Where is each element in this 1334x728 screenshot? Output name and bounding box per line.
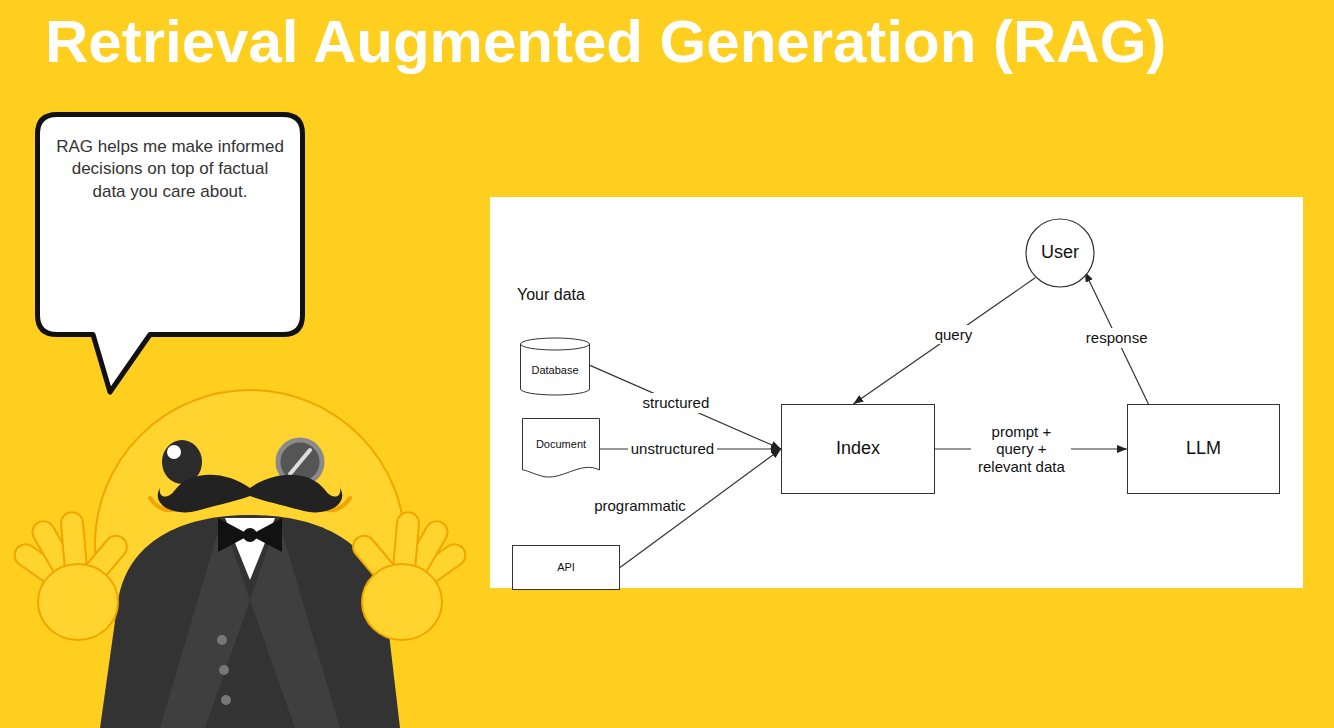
source-box: API [512,545,620,590]
cylinder-rim [521,344,590,350]
suit-button [221,695,231,705]
connector [590,365,781,449]
edge-label: response [1083,328,1151,347]
diagram-panel [490,197,1303,588]
node-label: User [1041,242,1079,264]
text-stack: RAG helps me make informed decisions on … [54,136,286,203]
suit-lapel [250,518,340,728]
node-label: Document [536,438,586,451]
mascot-moustache [158,475,343,513]
box-outline [1128,405,1280,494]
eye-highlight [167,445,181,459]
edge-label: query [932,325,976,344]
page-title: Retrieval Augmented Generation (RAG) [45,6,1166,78]
process-box: Index [781,404,935,494]
connector [853,278,1035,404]
process-box: LLM [1127,404,1280,494]
node-label: Index [836,438,880,460]
node-label: RAG helps me make informed decisions on … [54,136,286,203]
box-outline [782,405,935,494]
suit-lapel [160,518,250,728]
text-stack: Document [536,438,586,451]
document-outline [523,419,600,478]
node-label: API [557,561,575,574]
speech-bubble: RAG helps me make informed decisions on … [35,112,305,337]
text-stack: LLM [1186,438,1221,460]
text-stack: API [557,561,575,574]
database-cylinder: Database [520,338,590,395]
mascot-hand [10,511,131,640]
text-stack: Database [531,364,578,377]
edge-label: prompt + query + relevant data [971,422,1071,476]
mascot-suit [100,515,400,728]
monocle-glint [290,450,310,474]
palm [38,564,118,640]
edge-label: programmatic [591,496,689,515]
mascot [10,390,469,728]
suit-button [217,635,227,645]
cylinder-outline [521,338,590,395]
suit-button [219,665,229,675]
bowtie-knot [243,528,257,542]
text-stack: Index [836,438,880,460]
text-stack: User [1041,242,1079,264]
bubble-outline [38,115,303,393]
actor-circle: User [1025,218,1095,288]
node-label: LLM [1186,438,1221,460]
node-label: Database [531,364,578,377]
palm [362,564,442,640]
mascot-hand [349,511,470,640]
edge-label: structured [640,393,713,412]
circle-outline [1026,219,1094,287]
box-outline [513,546,620,590]
edge-label: unstructured [628,439,717,458]
document-shape: Document [522,418,600,480]
section-label: Your data [517,286,585,304]
